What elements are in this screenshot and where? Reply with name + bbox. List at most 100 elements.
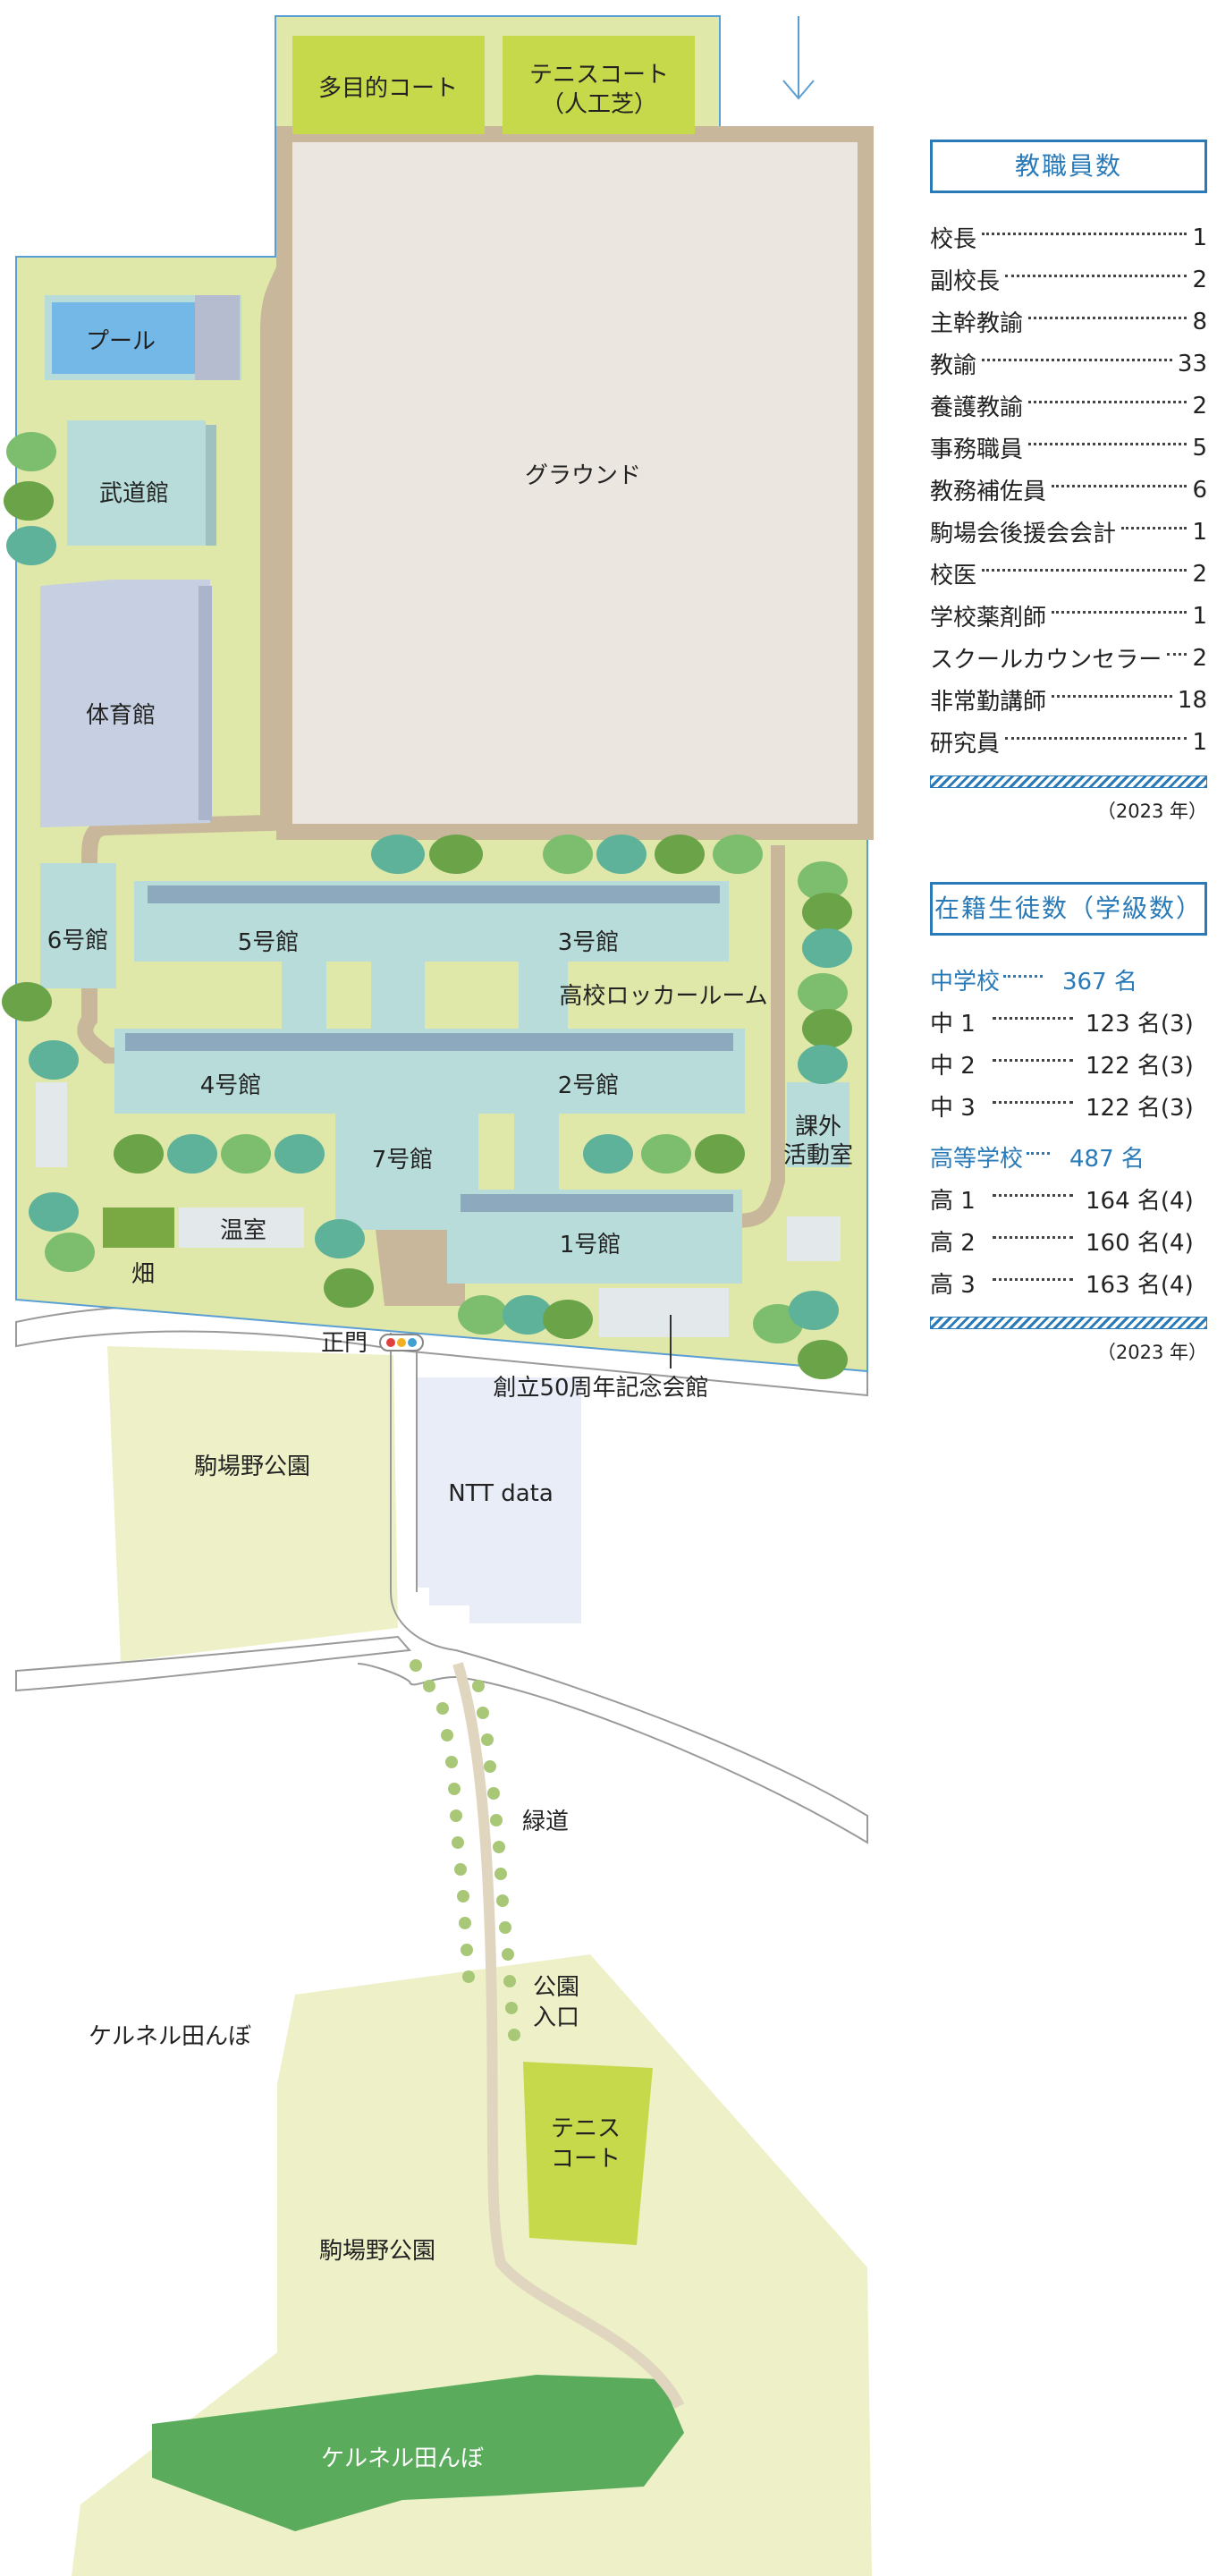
row-value: 2 <box>1192 644 1207 672</box>
staff-row: 教諭 33 <box>930 343 1207 385</box>
label-main-gate: 正門 <box>321 1330 368 1357</box>
gym-side <box>199 586 212 820</box>
road-lower <box>15 1635 412 1692</box>
label-extracurricular-2: 活動室 <box>783 1142 853 1169</box>
leader-dots <box>1028 443 1187 445</box>
row-value: 33 <box>1177 350 1207 377</box>
connector-d <box>514 1114 559 1199</box>
staff-row: 駒場会後援会会計 1 <box>930 511 1207 553</box>
building-4-2-roof <box>125 1033 733 1051</box>
gate-plaza <box>376 1230 465 1306</box>
row-label: 教務補佐員 <box>930 479 1047 505</box>
leader-dots <box>982 569 1187 572</box>
leader-dots <box>1028 317 1187 319</box>
high-school-count: 487 名 <box>1069 1146 1145 1173</box>
budokan-side <box>206 425 216 546</box>
green-path <box>452 1662 685 2409</box>
gate-light-red <box>386 1338 395 1347</box>
label-building-6: 6号館 <box>47 928 109 954</box>
row-value: 122 名(3) <box>1086 1095 1194 1122</box>
label-tennis-lower-2: コート <box>551 2146 621 2173</box>
tennis-court-top <box>503 36 695 134</box>
building-1-roof <box>461 1194 733 1212</box>
leader-dots <box>1052 485 1187 487</box>
leader-dots <box>1052 611 1187 614</box>
leader-dots <box>1005 275 1187 277</box>
leader-dots <box>993 1278 1073 1281</box>
staff-divider <box>930 775 1207 788</box>
label-multipurpose-court: 多目的コート <box>318 75 458 102</box>
row-label: 高 3 <box>930 1272 976 1299</box>
label-field: 畑 <box>131 1261 155 1288</box>
leader-dots <box>1167 653 1187 656</box>
row-label: 駒場会後援会会計 <box>930 521 1117 547</box>
label-memorial-hall: 創立50周年記念会館 <box>493 1375 708 1402</box>
row-value: 123 名(3) <box>1086 1011 1194 1038</box>
label-tennis-court-top-2: （人工芝） <box>541 91 657 118</box>
leader-dots <box>982 233 1187 235</box>
row-value: 8 <box>1192 308 1207 335</box>
small-building-left <box>36 1082 67 1167</box>
row-value: 18 <box>1177 686 1207 714</box>
label-building-1: 1号館 <box>560 1232 621 1258</box>
label-greenhouse: 温室 <box>220 1217 266 1244</box>
staff-title: 教職員数 <box>930 140 1207 193</box>
row-value: 1 <box>1192 602 1207 630</box>
label-building-5: 5号館 <box>238 929 300 956</box>
tennis-court-lower <box>523 2062 653 2245</box>
pool-side <box>195 295 240 380</box>
label-tennis-lower-1: テニス <box>551 2115 621 2142</box>
label-ground: グラウンド <box>525 462 641 489</box>
label-building-7: 7号館 <box>372 1147 434 1174</box>
row-label: 学校薬剤師 <box>930 605 1047 631</box>
leader-dots <box>993 1059 1073 1062</box>
junior-high-label: 中学校 <box>930 969 1001 996</box>
row-label: 副校長 <box>930 268 1001 295</box>
campus-path-main <box>77 134 323 1066</box>
row-label: 研究員 <box>930 731 1001 758</box>
leader-dots <box>993 1194 1073 1197</box>
row-value: 160 名(4) <box>1086 1230 1194 1257</box>
label-park-entrance-1: 公園 <box>533 1974 579 2001</box>
leader-dots <box>1121 527 1187 530</box>
students-title: 在籍生徒数（学級数） <box>930 882 1207 936</box>
row-value: 1 <box>1192 518 1207 546</box>
leader-dots <box>1005 737 1187 740</box>
memorial-hall <box>599 1288 729 1337</box>
row-value: 5 <box>1192 434 1207 462</box>
row-label: 高 1 <box>930 1188 976 1215</box>
ground-field <box>276 126 874 840</box>
road-north-south <box>357 1333 868 1844</box>
leader-dots <box>1052 695 1172 698</box>
row-label: 中 2 <box>930 1053 976 1080</box>
pool-water <box>52 302 195 374</box>
leader-dots <box>1003 975 1044 978</box>
ntt-building <box>416 1377 581 1623</box>
label-building-2: 2号館 <box>558 1072 620 1099</box>
high-school-label: 高等学校 <box>930 1146 1024 1173</box>
staff-year: （2023 年） <box>1096 801 1207 822</box>
row-label: 校長 <box>930 226 977 253</box>
small-building-right <box>787 1216 841 1261</box>
gate-light-blue <box>408 1338 417 1347</box>
budokan-building <box>67 420 206 546</box>
building-5-3-roof <box>148 886 720 903</box>
trees <box>2 432 852 1379</box>
row-label: 教諭 <box>930 352 977 379</box>
paddy-lower <box>152 2375 684 2531</box>
leader-dots <box>982 359 1172 361</box>
label-park-upper: 駒場野公園 <box>194 1453 310 1480</box>
row-label: 非常勤講師 <box>930 689 1047 716</box>
